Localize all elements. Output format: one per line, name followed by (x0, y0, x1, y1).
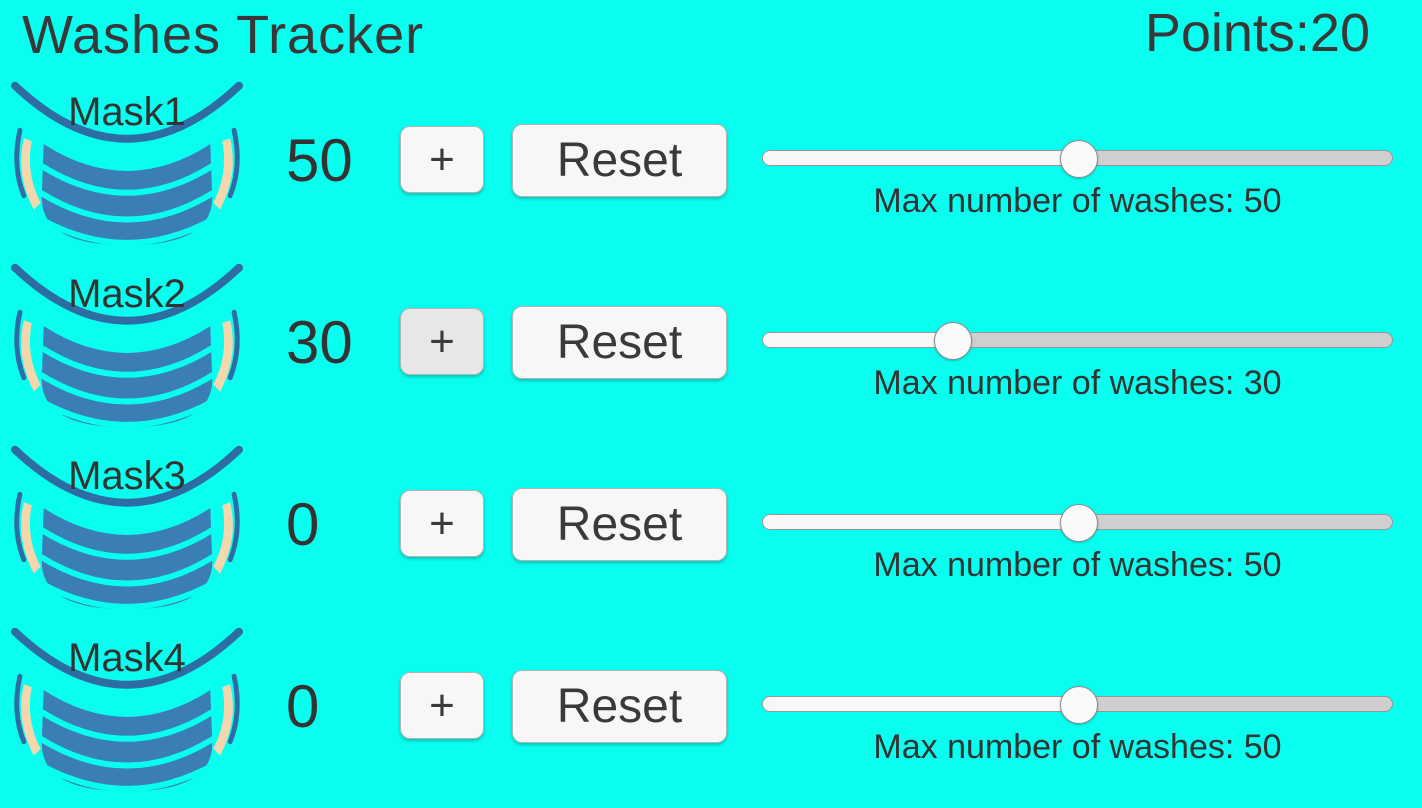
wash-count: 50 (286, 127, 353, 194)
wash-count: 0 (286, 673, 320, 740)
reset-button[interactable]: Reset (512, 488, 727, 561)
mask-row: Mask3 0 + Reset Max number of washes: 50 (0, 444, 1422, 626)
max-washes-slider-group: Max number of washes: 30 (762, 262, 1393, 444)
mask-icon: Mask3 (8, 444, 246, 614)
max-washes-slider[interactable] (762, 322, 1393, 360)
max-washes-label: Max number of washes: 50 (873, 728, 1282, 766)
slider-fill (763, 515, 1078, 529)
slider-fill (763, 333, 952, 347)
face-mask-icon (10, 445, 244, 610)
mask-name-label: Mask3 (68, 454, 186, 498)
mask-row: Mask1 50 + Reset Max number of washes: 5… (0, 80, 1422, 262)
max-washes-slider[interactable] (762, 140, 1393, 178)
mask-name-label: Mask1 (68, 90, 186, 134)
face-mask-icon (10, 263, 244, 428)
wash-count: 30 (286, 309, 353, 376)
increment-wash-button[interactable]: + (400, 308, 484, 375)
slider-fill (763, 151, 1078, 165)
reset-button[interactable]: Reset (512, 306, 727, 379)
mask-name-label: Mask2 (68, 272, 186, 316)
slider-thumb[interactable] (1059, 140, 1098, 178)
points-value: 20 (1309, 3, 1370, 63)
face-mask-icon (10, 81, 244, 246)
wash-count: 0 (286, 491, 320, 558)
slider-thumb[interactable] (933, 322, 972, 360)
max-washes-slider[interactable] (762, 504, 1393, 542)
mask-row: Mask4 0 + Reset Max number of washes: 50 (0, 626, 1422, 808)
mask-icon: Mask4 (8, 626, 246, 796)
increment-wash-button[interactable]: + (400, 490, 484, 557)
slider-fill (763, 697, 1078, 711)
reset-button[interactable]: Reset (512, 124, 727, 197)
increment-wash-button[interactable]: + (400, 126, 484, 193)
slider-thumb[interactable] (1059, 686, 1098, 724)
max-washes-slider-group: Max number of washes: 50 (762, 444, 1393, 626)
increment-wash-button[interactable]: + (400, 672, 484, 739)
slider-thumb[interactable] (1059, 504, 1098, 542)
face-mask-icon (10, 627, 244, 792)
points-display: Points:20 (1145, 2, 1370, 64)
max-washes-label: Max number of washes: 50 (873, 182, 1282, 220)
reset-button[interactable]: Reset (512, 670, 727, 743)
mask-row: Mask2 30 + Reset Max number of washes: 3… (0, 262, 1422, 444)
mask-icon: Mask2 (8, 262, 246, 432)
mask-icon: Mask1 (8, 80, 246, 250)
max-washes-label: Max number of washes: 30 (873, 364, 1282, 402)
mask-name-label: Mask4 (68, 636, 186, 680)
max-washes-label: Max number of washes: 50 (873, 546, 1282, 584)
max-washes-slider-group: Max number of washes: 50 (762, 80, 1393, 262)
max-washes-slider[interactable] (762, 686, 1393, 724)
max-washes-slider-group: Max number of washes: 50 (762, 626, 1393, 808)
page-title: Washes Tracker (22, 5, 425, 65)
points-label: Points: (1144, 3, 1310, 63)
